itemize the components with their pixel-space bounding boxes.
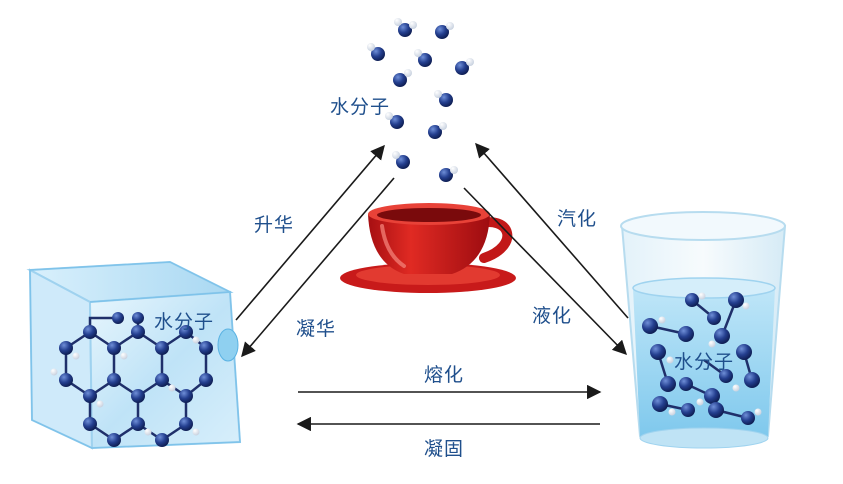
arrow-liquefaction <box>463 187 628 356</box>
water-glass <box>620 211 787 449</box>
vapor-molecules <box>367 18 474 182</box>
melting-label: 熔化 <box>424 364 465 386</box>
arrow-sublimation <box>235 144 385 321</box>
arrow-desublimation <box>241 177 395 358</box>
sublimation-label: 升华 <box>254 214 295 236</box>
ice-molecules-label: 水分子 <box>154 311 215 333</box>
red-coffee-cup <box>340 203 516 293</box>
vaporization-label: 汽化 <box>557 208 598 230</box>
ice-cube <box>26 260 242 450</box>
vapor-molecules-label: 水分子 <box>330 96 391 118</box>
ice-molecules <box>50 312 213 447</box>
liquefaction-label: 液化 <box>532 305 573 327</box>
arrows <box>235 142 629 432</box>
arrow-vaporization <box>475 142 629 319</box>
liquid-molecules <box>642 292 762 425</box>
solidification-label: 凝固 <box>424 438 465 460</box>
water-molecules-label: 水分子 <box>674 351 735 373</box>
desublimation-label: 凝华 <box>296 318 337 340</box>
